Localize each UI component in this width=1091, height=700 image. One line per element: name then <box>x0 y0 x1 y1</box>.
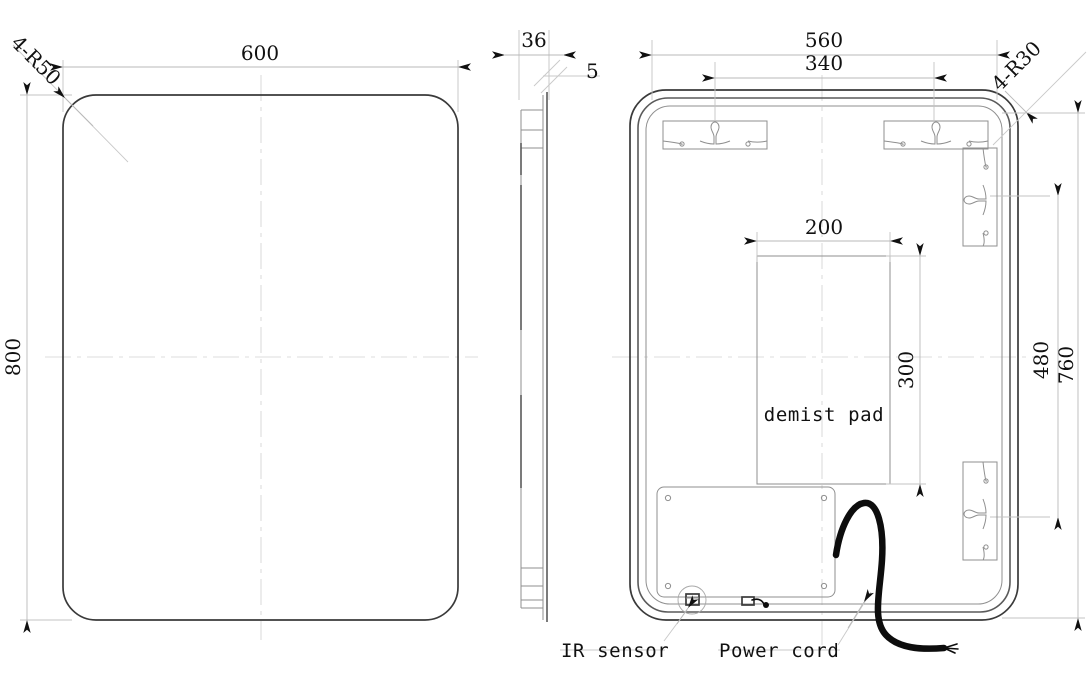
back-inner-outline <box>645 105 1003 605</box>
ir-sensor-leader-arrow <box>676 595 699 625</box>
driver-box-screw-tr <box>820 494 828 502</box>
driver-box-screw-bl <box>664 582 672 590</box>
driver-box-screw-tl <box>664 494 672 502</box>
pad-width-dimension-text: 200 <box>805 215 843 239</box>
ir-sensor-label: IR sensor <box>561 640 669 662</box>
hanging-bracket-top-left <box>662 120 768 150</box>
back-outer-outline <box>629 89 1019 621</box>
back-middle-outline <box>637 97 1011 613</box>
driver-box-screw-br <box>820 582 828 590</box>
hanging-bracket-right-lower <box>962 461 998 561</box>
ir-sensor-highlight-circle <box>677 585 707 615</box>
demist-pad-label: demist pad <box>764 404 884 426</box>
power-cord-wire <box>832 499 959 654</box>
back-radius-arrow <box>1004 90 1038 124</box>
side-glass-leader-slash-b <box>540 66 568 94</box>
back-bracket-span-dimension-text: 340 <box>805 51 843 75</box>
side-glass-leader-slash-a <box>533 59 561 87</box>
power-cord-gland <box>741 596 769 608</box>
hanging-bracket-top-right <box>883 120 989 150</box>
back-width-dimension-text: 560 <box>805 28 843 52</box>
demist-pad-outline <box>756 255 891 485</box>
front-height-dimension-text: 800 <box>1 338 25 376</box>
front-radius-arrow <box>53 86 94 127</box>
back-view: 560 340 4-R30 760 480 <box>560 28 1087 662</box>
power-cord-leader-arrow <box>847 588 874 629</box>
side-bottom-edge <box>521 599 543 609</box>
front-mirror-outline <box>62 94 459 621</box>
hanging-bracket-right-upper <box>962 147 998 247</box>
side-bottom-bracket <box>520 567 543 587</box>
side-depth-dimension-text: 36 <box>521 28 546 52</box>
side-glass-dimension-text: 5 <box>586 59 599 83</box>
pad-height-dimension-text: 300 <box>894 351 918 389</box>
power-cord-label: Power cord <box>719 640 839 662</box>
back-bracket-height-dimension-text: 480 <box>1029 341 1053 379</box>
back-radius-leader-line <box>992 51 1087 146</box>
demist-pad: demist pad <box>756 255 891 485</box>
front-width-dimension-text: 600 <box>241 41 279 65</box>
side-view: 36 5 <box>492 28 600 622</box>
